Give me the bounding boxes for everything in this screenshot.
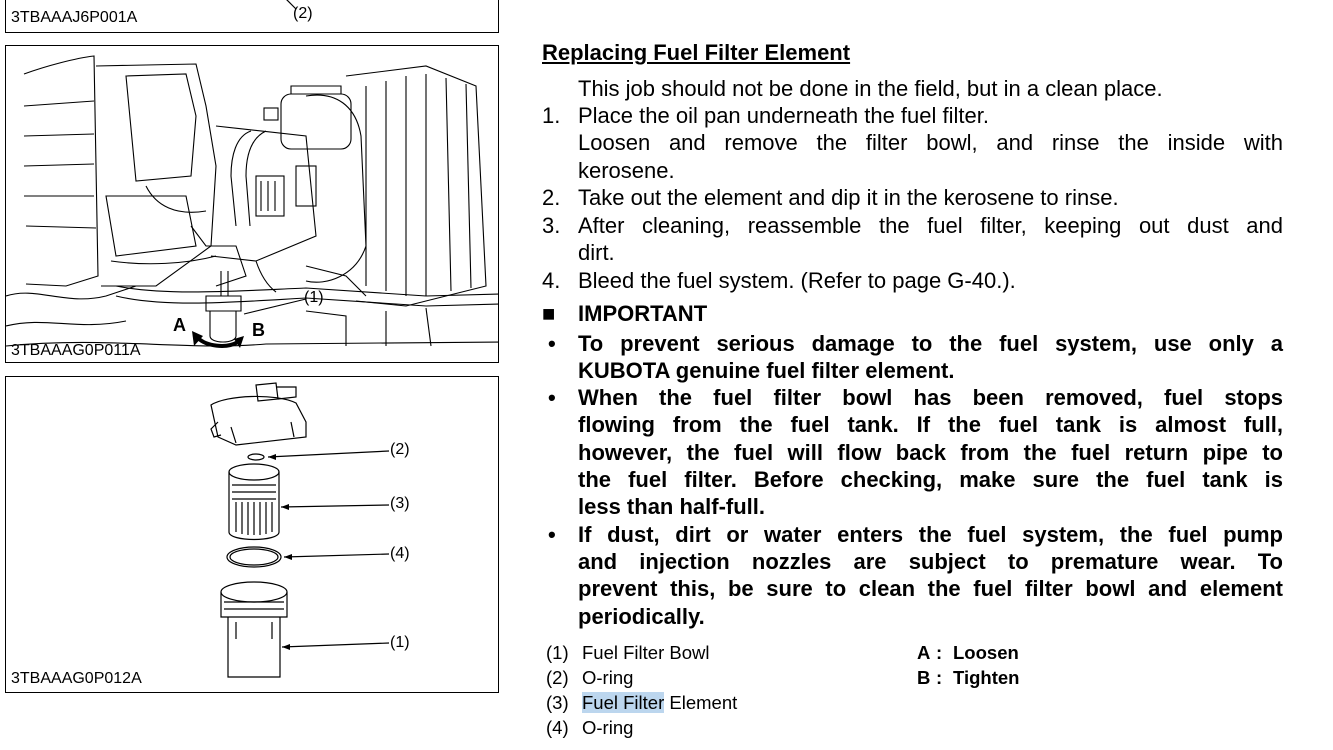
callout-2: (2) bbox=[390, 441, 410, 458]
important-line: and injection nozzles are subject to pre… bbox=[578, 549, 1283, 574]
important-line: KUBOTA genuine fuel filter element. bbox=[578, 358, 955, 383]
legend-part-name-rest: Element bbox=[664, 692, 738, 713]
figure-exploded: (2) (3) (4) (1) 3TBAAAG0P012A bbox=[5, 376, 499, 693]
legend-action-key: A bbox=[917, 642, 931, 663]
bullet: • bbox=[548, 385, 556, 410]
figure-engine: (1) A B 3TBAAAG0P011A bbox=[5, 45, 499, 363]
legend-part-name: Fuel Filter Bowl bbox=[582, 642, 710, 663]
step-number: 3. bbox=[542, 213, 561, 238]
legend-action-sep: : bbox=[936, 667, 943, 688]
legend-num: (2) bbox=[546, 667, 569, 688]
step-number: 2. bbox=[542, 185, 561, 210]
step-line: dirt. bbox=[578, 240, 615, 265]
step-number: 1. bbox=[542, 103, 561, 128]
legend-action-key: B bbox=[917, 667, 931, 688]
figure-code: 3TBAAAJ6P001A bbox=[11, 9, 138, 26]
step-line: Bleed the fuel system. (Refer to page G-… bbox=[578, 268, 1016, 293]
filter-exploded-illustration bbox=[210, 382, 390, 678]
text-selection-highlight[interactable]: Fuel Filter bbox=[582, 692, 665, 713]
legend-num: (3) bbox=[546, 692, 569, 713]
important-line: prevent this, be sure to clean the fuel … bbox=[578, 576, 1283, 601]
step-line: kerosene. bbox=[578, 158, 675, 183]
important-line: the fuel filter. Before checking, make s… bbox=[578, 467, 1283, 492]
figure-top: 3TBAAAJ6P001A (2) bbox=[5, 0, 499, 33]
important-line: periodically. bbox=[578, 604, 705, 629]
section-title: Replacing Fuel Filter Element bbox=[542, 40, 851, 65]
figure-code: 3TBAAAG0P012A bbox=[11, 670, 142, 687]
legend-num: (1) bbox=[546, 642, 569, 663]
step-number: 4. bbox=[542, 268, 561, 293]
legend-action-sep: : bbox=[936, 642, 943, 663]
important-line: flowing from the fuel tank. If the fuel … bbox=[578, 412, 1283, 437]
callout-1: (1) bbox=[304, 289, 324, 306]
important-line: To prevent serious damage to the fuel sy… bbox=[578, 331, 1283, 356]
legend-num: (4) bbox=[546, 717, 569, 738]
legend-part-name: O-ring bbox=[582, 667, 634, 688]
step-line: Loosen and remove the filter bowl, and r… bbox=[578, 130, 1283, 155]
bullet: • bbox=[548, 522, 556, 547]
figure-code: 3TBAAAG0P011A bbox=[11, 342, 141, 359]
important-label: IMPORTANT bbox=[578, 301, 708, 326]
engine-illustration bbox=[6, 55, 498, 348]
important-line: If dust, dirt or water enters the fuel s… bbox=[578, 522, 1283, 547]
step-line: After cleaning, reassemble the fuel filt… bbox=[578, 213, 1283, 238]
bullet: • bbox=[548, 331, 556, 356]
step-line: Place the oil pan underneath the fuel fi… bbox=[578, 103, 989, 128]
callout-4: (4) bbox=[390, 545, 410, 562]
legend-action-value: Loosen bbox=[953, 642, 1019, 663]
callout-3: (3) bbox=[390, 495, 410, 512]
intro-text: This job should not be done in the field… bbox=[578, 76, 1163, 101]
legend-action-value: Tighten bbox=[953, 667, 1020, 688]
important-marker: ■ bbox=[542, 301, 556, 326]
callout-1: (1) bbox=[390, 634, 410, 651]
legend-part-name: O-ring bbox=[582, 717, 634, 738]
important-line: however, the fuel will flow back from th… bbox=[578, 440, 1283, 465]
legend-part-name: Fuel Filter Element bbox=[582, 692, 737, 714]
figure-top-leader-line bbox=[286, 0, 297, 10]
important-line: When the fuel filter bowl has been remov… bbox=[578, 385, 1283, 410]
callout-2: (2) bbox=[293, 5, 313, 22]
label-a: A bbox=[173, 315, 186, 335]
important-line: less than half-full. bbox=[578, 494, 766, 519]
label-b: B bbox=[252, 320, 265, 340]
step-line: Take out the element and dip it in the k… bbox=[578, 185, 1119, 210]
